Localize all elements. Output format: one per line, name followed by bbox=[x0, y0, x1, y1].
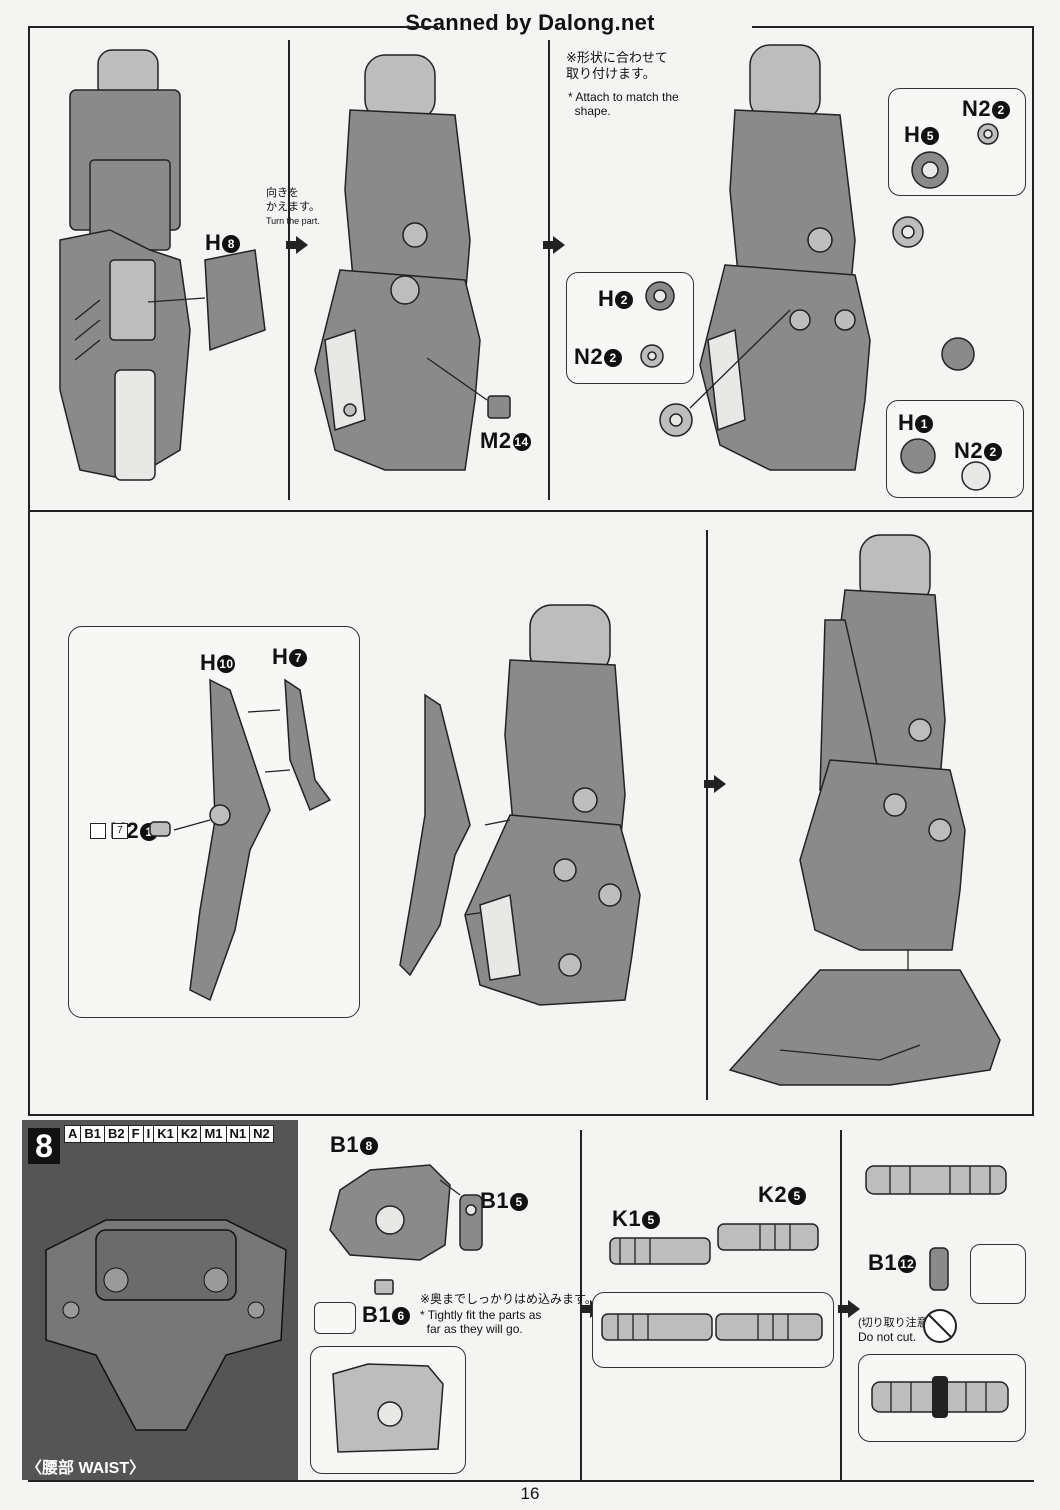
bottom-border bbox=[28, 1480, 1034, 1482]
joint-parts-k bbox=[609, 1223, 819, 1265]
leg-assembly-illustration-5 bbox=[728, 534, 1001, 1086]
runner-tag: K1 bbox=[153, 1125, 178, 1143]
frame-detail-illustration bbox=[332, 1363, 444, 1453]
divider-2 bbox=[548, 40, 550, 500]
washer-parts-right-top bbox=[892, 123, 999, 248]
shape-note-en: * Attach to match the shape. bbox=[568, 90, 679, 118]
divider-3 bbox=[706, 530, 708, 1100]
nocut-note-jp: (切り取り注意) bbox=[858, 1317, 932, 1329]
runner-tag: N1 bbox=[225, 1125, 251, 1143]
shield-parts-illustration bbox=[149, 678, 332, 1002]
flow-arrow-2 bbox=[543, 236, 565, 254]
runner-tag: K2 bbox=[176, 1125, 202, 1143]
runner-tag: M1 bbox=[200, 1125, 227, 1143]
top-border-right bbox=[752, 26, 1034, 28]
b112-part bbox=[929, 1247, 949, 1291]
runner-tag: B2 bbox=[104, 1125, 129, 1143]
no-cut-icon bbox=[923, 1309, 957, 1343]
top-border-left bbox=[28, 26, 438, 28]
nipper-icon-box bbox=[90, 823, 106, 839]
callout-b112-detail bbox=[970, 1244, 1026, 1304]
turn-note-jp: 向きを かえます。 bbox=[266, 187, 320, 213]
leg-assembly-illustration-1 bbox=[59, 49, 266, 481]
page-number: 16 bbox=[520, 1484, 540, 1503]
step-number: 8 bbox=[28, 1128, 60, 1164]
runner-tag: F bbox=[127, 1125, 144, 1143]
left-border bbox=[28, 26, 30, 1116]
row-divider-2 bbox=[28, 1114, 1034, 1116]
joint-parts-k-joined bbox=[601, 1313, 823, 1341]
flow-arrow-5 bbox=[838, 1300, 860, 1318]
right-border bbox=[1032, 26, 1034, 1116]
runner-list: A B1 B2 F I K1 K2 M1 N1 N2 bbox=[64, 1125, 274, 1143]
washer-parts-left bbox=[640, 281, 791, 437]
leg-assembly-illustration-4 bbox=[399, 604, 641, 1006]
tight-note-jp: ※奥までしっかりはめ込みます。 bbox=[420, 1292, 597, 1306]
flow-arrow-1 bbox=[286, 236, 308, 254]
runner-tag: B1 bbox=[80, 1125, 106, 1143]
joint-part-assembled bbox=[865, 1165, 1007, 1195]
turn-note-en: Turn the part. bbox=[266, 216, 320, 226]
divider-1 bbox=[288, 40, 290, 500]
waist-preview-illustration bbox=[45, 1219, 287, 1431]
flow-arrow-3 bbox=[704, 775, 726, 793]
scan-watermark-title: Scanned by Dalong.net bbox=[405, 10, 655, 35]
shape-note-jp: ※形状に合わせて 取り付けます。 bbox=[566, 50, 668, 81]
waist-frame-parts bbox=[329, 1164, 483, 1295]
cut-count-box: 7 bbox=[112, 823, 128, 839]
tight-note-en: * Tightly fit the parts as far as they w… bbox=[420, 1308, 542, 1336]
part-m2-piece bbox=[487, 395, 511, 419]
section-label-waist: 〈腰部 WAIST〉 bbox=[26, 1460, 146, 1477]
washer-parts-right-bottom bbox=[900, 438, 991, 491]
leg-assembly-illustration-2 bbox=[314, 54, 488, 471]
runner-tag: N2 bbox=[249, 1125, 274, 1143]
joint-final-illustration bbox=[871, 1376, 1009, 1418]
nocut-note-en: Do not cut. bbox=[858, 1330, 917, 1344]
washer-part-right-mid bbox=[941, 337, 975, 371]
leg-assembly-illustration-3 bbox=[699, 44, 871, 471]
callout-b16-hint bbox=[314, 1302, 356, 1334]
runner-tag: A bbox=[64, 1125, 82, 1143]
row-divider-1 bbox=[28, 510, 1034, 512]
